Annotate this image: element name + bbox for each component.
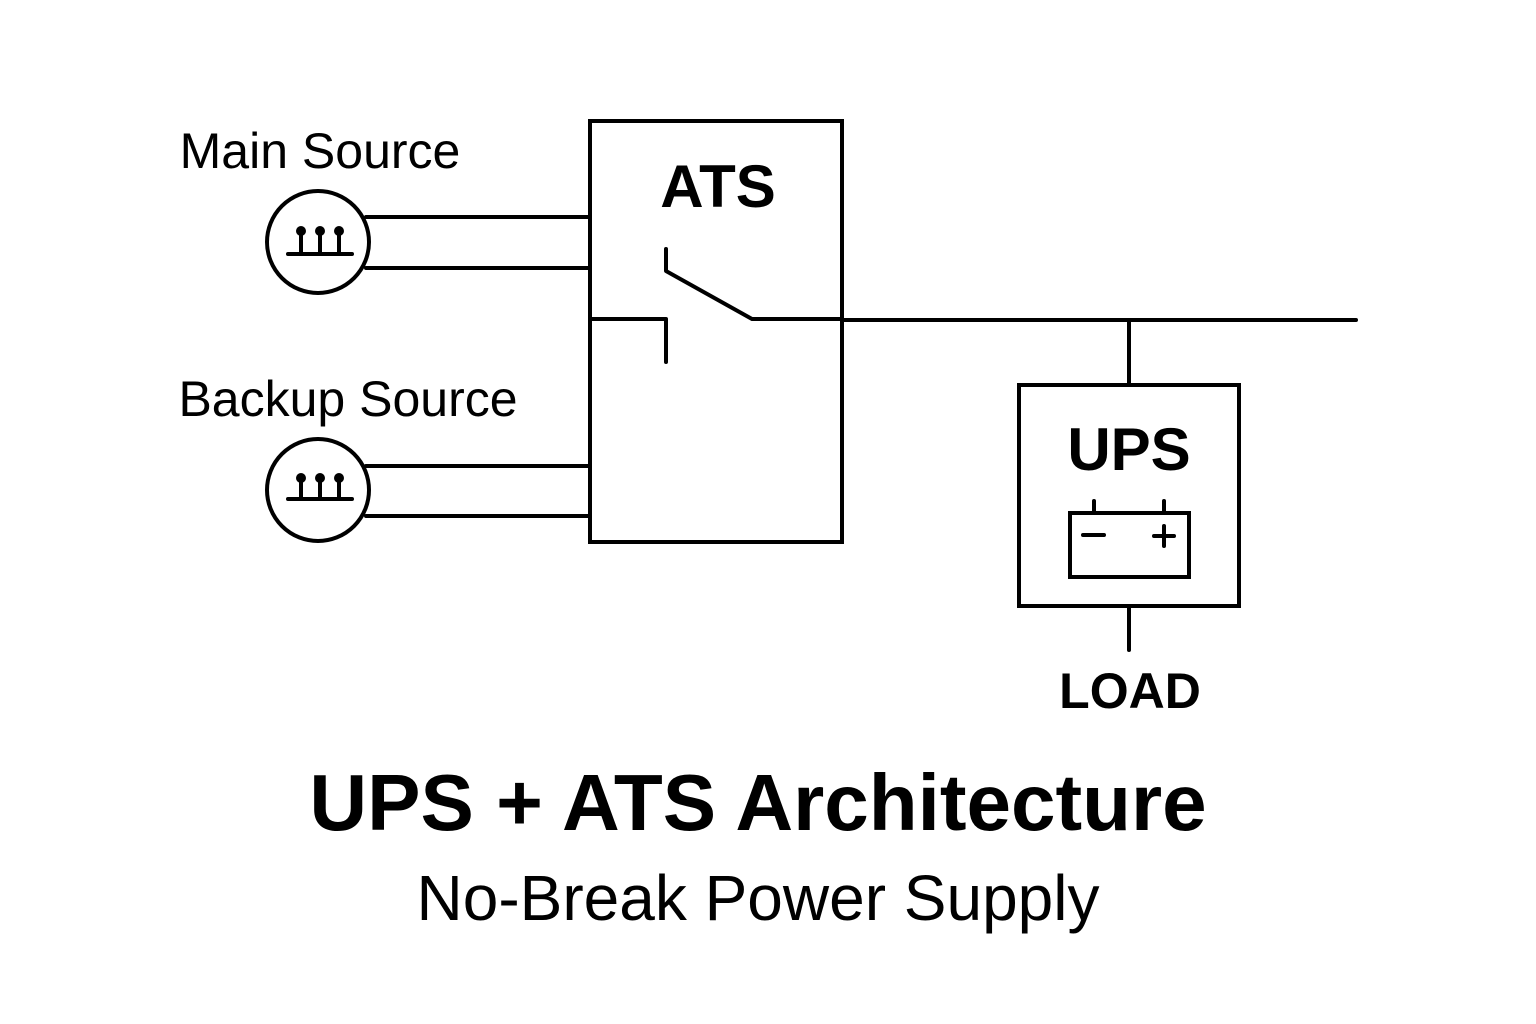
ups-label: UPS: [1067, 416, 1190, 483]
main-source-circle: [265, 189, 371, 295]
transfer-switch-icon: [590, 247, 844, 364]
backup-source-circle: [265, 437, 371, 543]
backup-source-label: Backup Source: [178, 371, 517, 427]
diagram-title: UPS + ATS Architecture: [309, 758, 1206, 847]
battery-icon: [1068, 499, 1191, 579]
ats-box: [588, 119, 844, 544]
generator-icon: [286, 226, 354, 256]
ups-unit: UPS: [1017, 383, 1241, 608]
load-label: LOAD: [1059, 663, 1201, 719]
main-source-label: Main Source: [180, 123, 461, 179]
ats-unit: ATS: [588, 119, 844, 544]
ats-label: ATS: [660, 153, 776, 220]
diagram-subtitle: No-Break Power Supply: [417, 862, 1100, 934]
generator-icon: [286, 473, 354, 501]
backup-source: Backup Source: [178, 371, 592, 543]
main-source: Main Source: [180, 123, 592, 295]
